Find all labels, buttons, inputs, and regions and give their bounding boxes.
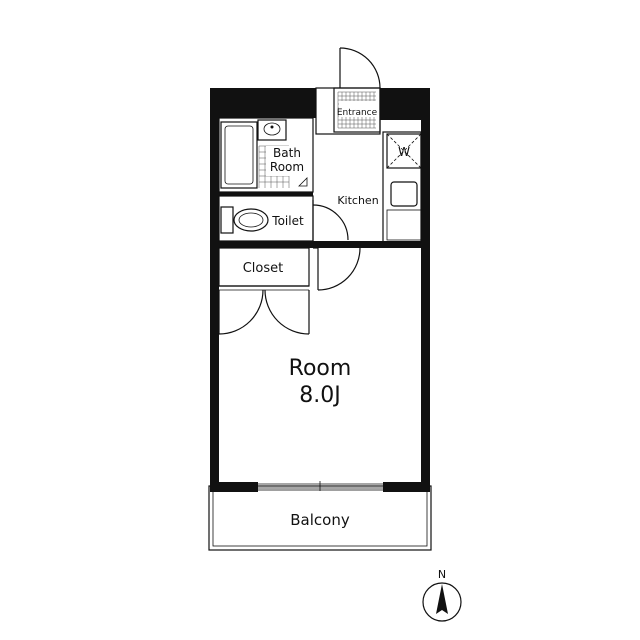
wall-toilet-room [219,241,423,248]
toilet-label: Toilet [271,214,304,228]
washer-label: W [398,145,410,159]
bath-label-line2: Room [270,160,304,174]
compass-north-label: N [438,568,446,581]
kitchen [382,131,422,243]
entrance-area [315,47,381,135]
bath-label-line1: Bath [273,146,301,160]
compass-circle [422,582,462,622]
room-label: Room [289,356,352,381]
closet-label: Closet [243,261,284,276]
balcony-label: Balcony [290,511,350,529]
room-door [313,247,361,291]
wall-bath-toilet [219,192,313,196]
north-arrow-icon [436,584,448,614]
exterior-walls [210,88,430,492]
room-size-label: 8.0J [299,383,340,408]
entrance-label: Entrance [337,108,378,118]
closet [218,247,310,335]
compass: N [422,568,462,622]
kitchen-label: Kitchen [337,194,378,207]
sliding-door [258,481,383,491]
